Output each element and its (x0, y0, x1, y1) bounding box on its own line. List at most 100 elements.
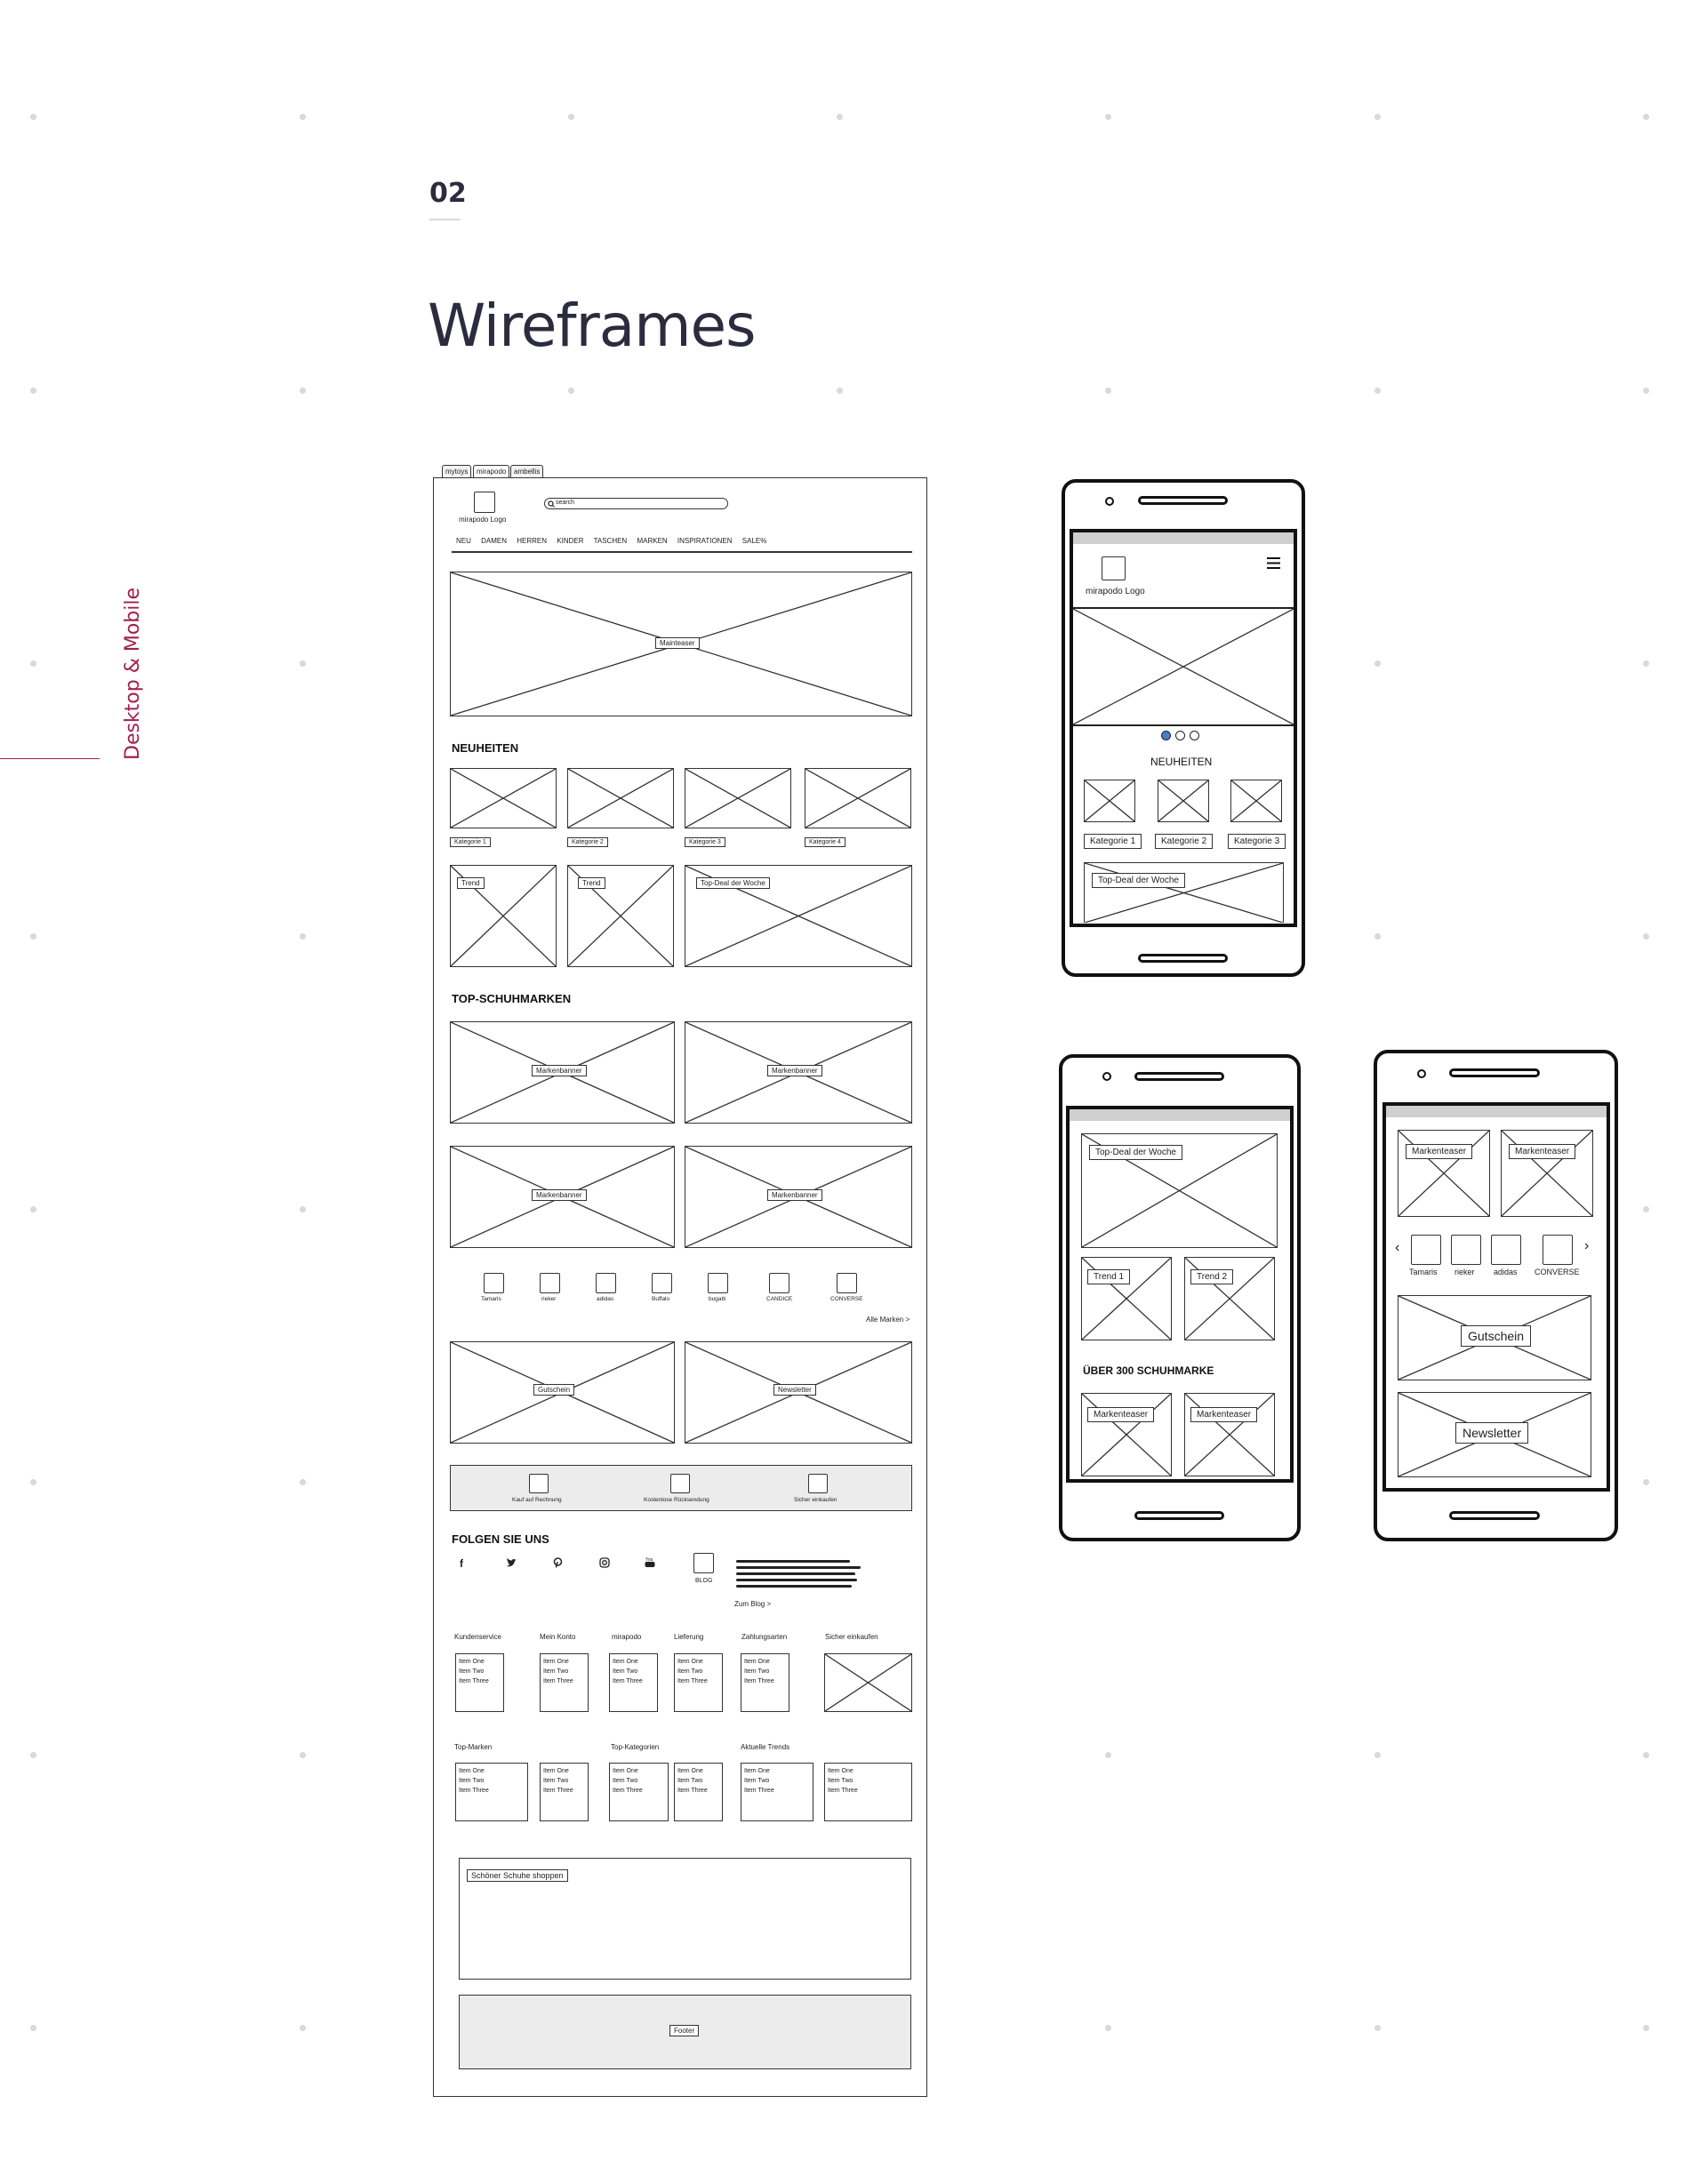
category-image[interactable] (685, 768, 791, 828)
brand-logo[interactable] (596, 1273, 616, 1293)
footer-link[interactable]: Item One (543, 1659, 569, 1665)
footer-link[interactable]: Item Three (459, 1678, 489, 1684)
category-image[interactable] (567, 768, 674, 828)
footer-link[interactable]: Item Three (744, 1678, 774, 1684)
footer-link[interactable]: Item Two (744, 1668, 770, 1675)
mobile-brand-teaser[interactable] (1501, 1130, 1593, 1217)
blog-image[interactable] (693, 1553, 714, 1573)
carousel-dot-active[interactable] (1161, 731, 1171, 740)
instagram-icon[interactable] (599, 1557, 610, 1568)
brand-banner[interactable] (450, 1021, 675, 1124)
search-input[interactable]: search (544, 498, 728, 509)
mobile-brand-teaser[interactable] (1398, 1130, 1490, 1217)
footer-link[interactable]: Item Three (744, 1788, 774, 1794)
footer-link[interactable]: Item One (677, 1659, 703, 1665)
facebook-icon[interactable]: f (460, 1557, 463, 1570)
brand-logo[interactable] (769, 1273, 789, 1293)
footer-link[interactable]: Item Two (543, 1778, 569, 1784)
carousel-dot[interactable] (1175, 731, 1185, 740)
mobile-category-image[interactable] (1158, 780, 1209, 822)
hamburger-menu-icon[interactable] (1266, 556, 1281, 570)
status-bar (1070, 1109, 1290, 1121)
carousel-next-icon[interactable]: › (1584, 1238, 1590, 1253)
nav-item-sale[interactable]: SALE% (741, 537, 767, 545)
footer-link[interactable]: Item Three (677, 1678, 708, 1684)
footer-link[interactable]: Item One (613, 1659, 638, 1665)
footer-link[interactable]: Item Two (459, 1668, 485, 1675)
mobile-brand-logo[interactable] (1491, 1235, 1521, 1265)
mobile-category-label[interactable]: Kategorie 1 (1084, 834, 1142, 849)
tab-mytoys[interactable]: mytoys (442, 465, 472, 477)
footer-link[interactable]: Item Two (677, 1778, 703, 1784)
mobile-brand-teaser[interactable] (1184, 1393, 1275, 1476)
footer-link[interactable]: Item Three (543, 1678, 573, 1684)
mobile-brands-heading: ÜBER 300 SCHUHMARKE (1083, 1364, 1214, 1377)
mobile-category-label[interactable]: Kategorie 3 (1228, 834, 1286, 849)
brand-logo[interactable] (708, 1273, 728, 1293)
category-label[interactable]: Kategorie 3 (685, 837, 725, 847)
carousel-prev-icon[interactable]: ‹ (1395, 1240, 1400, 1255)
category-label[interactable]: Kategorie 1 (450, 837, 491, 847)
mobile-brand-logo[interactable] (1411, 1235, 1441, 1265)
footer-link[interactable]: Item One (828, 1768, 854, 1774)
mobile-category-image[interactable] (1230, 780, 1282, 822)
tab-mirapodo[interactable]: mirapodo (473, 465, 510, 477)
category-label[interactable]: Kategorie 2 (567, 837, 608, 847)
mobile-category-label[interactable]: Kategorie 2 (1155, 834, 1214, 849)
footer-link[interactable]: Item One (744, 1768, 770, 1774)
twitter-icon[interactable] (506, 1558, 517, 1568)
footer-link[interactable]: Item Two (828, 1778, 854, 1784)
zum-blog-link[interactable]: Zum Blog > (734, 1600, 772, 1608)
nav-item-neu[interactable]: NEU (456, 537, 471, 545)
brand-logo[interactable] (837, 1273, 857, 1293)
mobile-top-deal-teaser[interactable] (1084, 862, 1284, 923)
nav-item-marken[interactable]: MARKEN (637, 537, 668, 545)
footer-link[interactable]: Item Three (613, 1788, 643, 1794)
footer-link[interactable]: Item One (613, 1768, 638, 1774)
pinterest-icon[interactable] (553, 1557, 563, 1568)
section-divider (429, 219, 460, 220)
nav-item-damen[interactable]: DAMEN (481, 537, 508, 545)
footer-link[interactable]: Item Two (677, 1668, 703, 1675)
mobile-hero-placeholder[interactable] (1073, 609, 1294, 724)
footer-link[interactable]: Item One (543, 1768, 569, 1774)
brand-logo[interactable] (652, 1273, 672, 1293)
footer-link[interactable]: Item Two (543, 1668, 569, 1675)
brand-logo[interactable] (484, 1273, 504, 1293)
footer-link[interactable]: Item Three (543, 1788, 573, 1794)
footer-link[interactable]: Item Two (744, 1778, 770, 1784)
brand-logo[interactable] (540, 1273, 560, 1293)
nav-item-inspirationen[interactable]: INSPIRATIONEN (677, 537, 733, 545)
mobile-category-image[interactable] (1084, 780, 1135, 822)
footer-link[interactable]: Item One (459, 1659, 485, 1665)
footer-link[interactable]: Item Three (459, 1788, 489, 1794)
footer-column-title: Zahlungsarten (741, 1633, 788, 1641)
carousel-dot[interactable] (1190, 731, 1199, 740)
category-image[interactable] (450, 768, 557, 828)
mobile-brand-logo[interactable] (1543, 1235, 1573, 1265)
category-image[interactable] (805, 768, 911, 828)
youtube-icon[interactable]: You (645, 1556, 655, 1568)
mobile-brand-logo[interactable] (1451, 1235, 1481, 1265)
alle-marken-link[interactable]: Alle Marken > (866, 1316, 910, 1324)
mobile-brand-teaser[interactable] (1081, 1393, 1172, 1476)
nav-item-kinder[interactable]: KINDER (557, 537, 584, 545)
nav-item-taschen[interactable]: TASCHEN (593, 537, 628, 545)
category-label[interactable]: Kategorie 4 (805, 837, 845, 847)
footer-link[interactable]: Item Three (828, 1788, 858, 1794)
footer-link[interactable]: Item One (744, 1659, 770, 1665)
footer-link[interactable]: Item Two (613, 1778, 638, 1784)
footer-link[interactable]: Item Three (677, 1788, 708, 1794)
background-dot (1643, 1479, 1649, 1485)
tab-ambellis[interactable]: ambellis (510, 465, 544, 477)
nav-item-herren[interactable]: HERREN (517, 537, 548, 545)
footer-link[interactable]: Item Three (613, 1678, 643, 1684)
background-dot (1374, 388, 1381, 394)
footer-link[interactable]: Item Two (459, 1778, 485, 1784)
footer-link[interactable]: Item Two (613, 1668, 638, 1675)
footer-link[interactable]: Item One (459, 1768, 485, 1774)
footer-link[interactable]: Item One (677, 1768, 703, 1774)
